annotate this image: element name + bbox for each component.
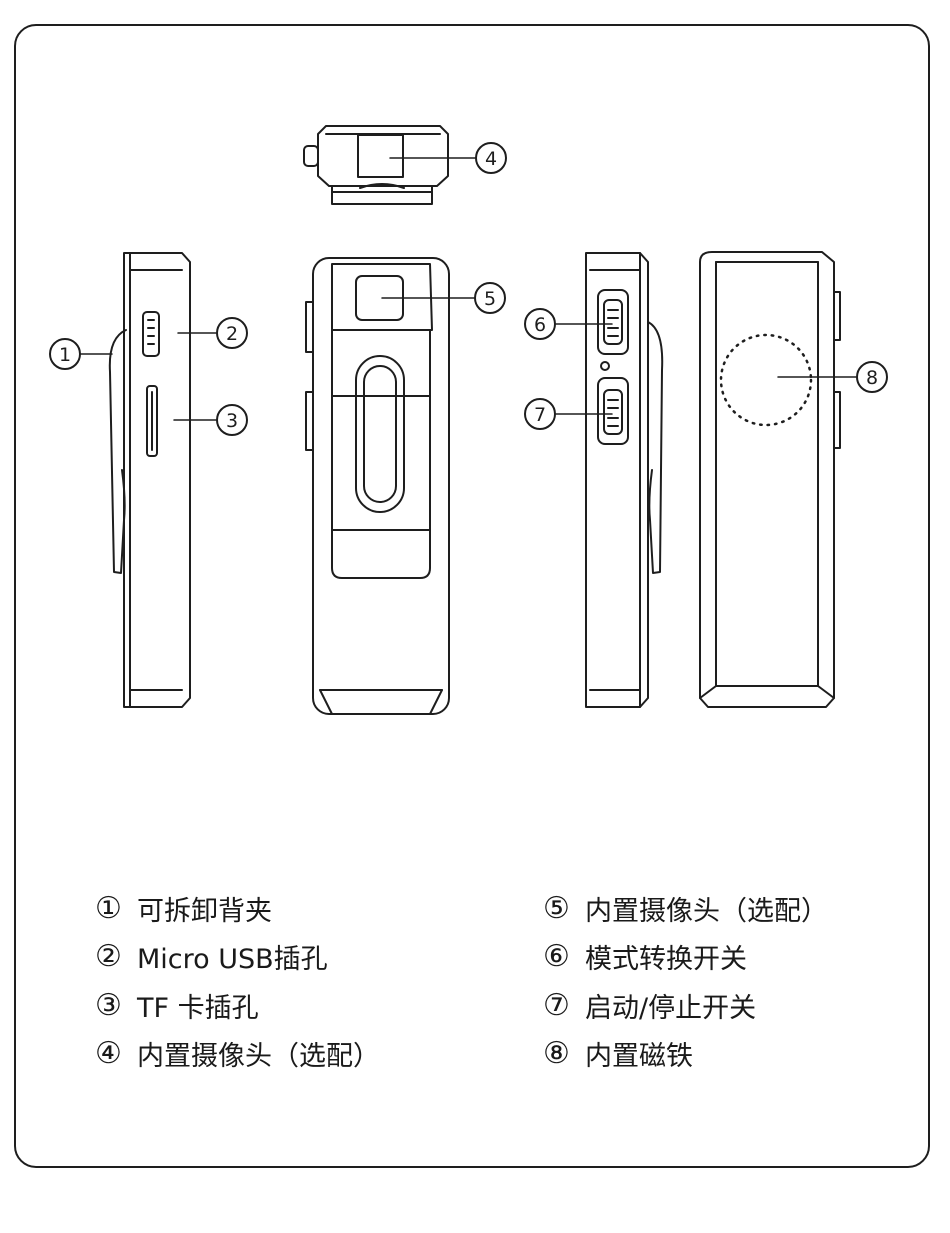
tf-card-slot [146, 385, 158, 457]
legend-number: ⑦ [543, 987, 570, 1023]
legend-text: 启动/停止开关 [585, 992, 757, 1024]
usb-port [142, 311, 160, 357]
legend-item: ② Micro USB插孔 [95, 933, 380, 982]
legend-number: ④ [95, 1036, 122, 1072]
start-stop-switch [597, 377, 629, 445]
legend-number: ⑧ [543, 1036, 570, 1072]
legend-item: ③ TF 卡插孔 [95, 981, 380, 1030]
svg-text:5: 5 [484, 288, 496, 310]
left-side-view [108, 252, 191, 708]
legend-text: TF 卡插孔 [137, 992, 259, 1024]
top-camera-window [357, 134, 404, 178]
svg-text:6: 6 [534, 314, 546, 336]
top-view [303, 125, 449, 205]
legend-text: 内置摄像头（选配） [585, 895, 828, 927]
back-clip [108, 329, 127, 574]
legend-number: ② [95, 939, 122, 975]
front-view [305, 257, 450, 715]
legend-text: Micro USB插孔 [137, 944, 328, 976]
legend-number: ⑤ [543, 890, 570, 926]
legend-item: ④ 内置摄像头（选配） [95, 1030, 380, 1079]
legend-text: 模式转换开关 [585, 944, 747, 976]
legend-number: ⑥ [543, 939, 570, 975]
mode-switch [597, 289, 629, 355]
back-view [699, 251, 841, 708]
legend-item: ① 可拆卸背夹 [95, 884, 380, 933]
callout-numbers: 1 2 3 4 5 6 7 8 [59, 148, 878, 432]
leader-lines [79, 157, 857, 421]
right-back-clip [647, 321, 664, 574]
legend-text: 内置摄像头（选配） [137, 1041, 380, 1073]
legend-item: ⑦ 启动/停止开关 [543, 981, 828, 1030]
legend-right: ⑤ 内置摄像头（选配） ⑥ 模式转换开关 ⑦ 启动/停止开关 ⑧ 内置磁铁 [543, 884, 828, 1078]
legend-item: ⑧ 内置磁铁 [543, 1030, 828, 1079]
legend-text: 内置磁铁 [585, 1041, 693, 1073]
legend-left: ① 可拆卸背夹 ② Micro USB插孔 ③ TF 卡插孔 ④ 内置摄像头（选… [95, 884, 380, 1078]
right-side-view [585, 252, 664, 708]
svg-text:7: 7 [534, 404, 546, 426]
legend-item: ⑤ 内置摄像头（选配） [543, 884, 828, 933]
legend-item: ⑥ 模式转换开关 [543, 933, 828, 982]
legend-number: ③ [95, 987, 122, 1023]
svg-text:4: 4 [485, 148, 497, 170]
legend-number: ① [95, 890, 122, 926]
svg-text:3: 3 [226, 410, 238, 432]
diagram-frame [14, 24, 930, 1168]
svg-text:2: 2 [226, 323, 238, 345]
svg-text:1: 1 [59, 344, 71, 366]
legend-text: 可拆卸背夹 [137, 895, 272, 927]
svg-text:8: 8 [866, 367, 878, 389]
callout-circles [49, 142, 888, 436]
magnet-area [719, 333, 813, 427]
